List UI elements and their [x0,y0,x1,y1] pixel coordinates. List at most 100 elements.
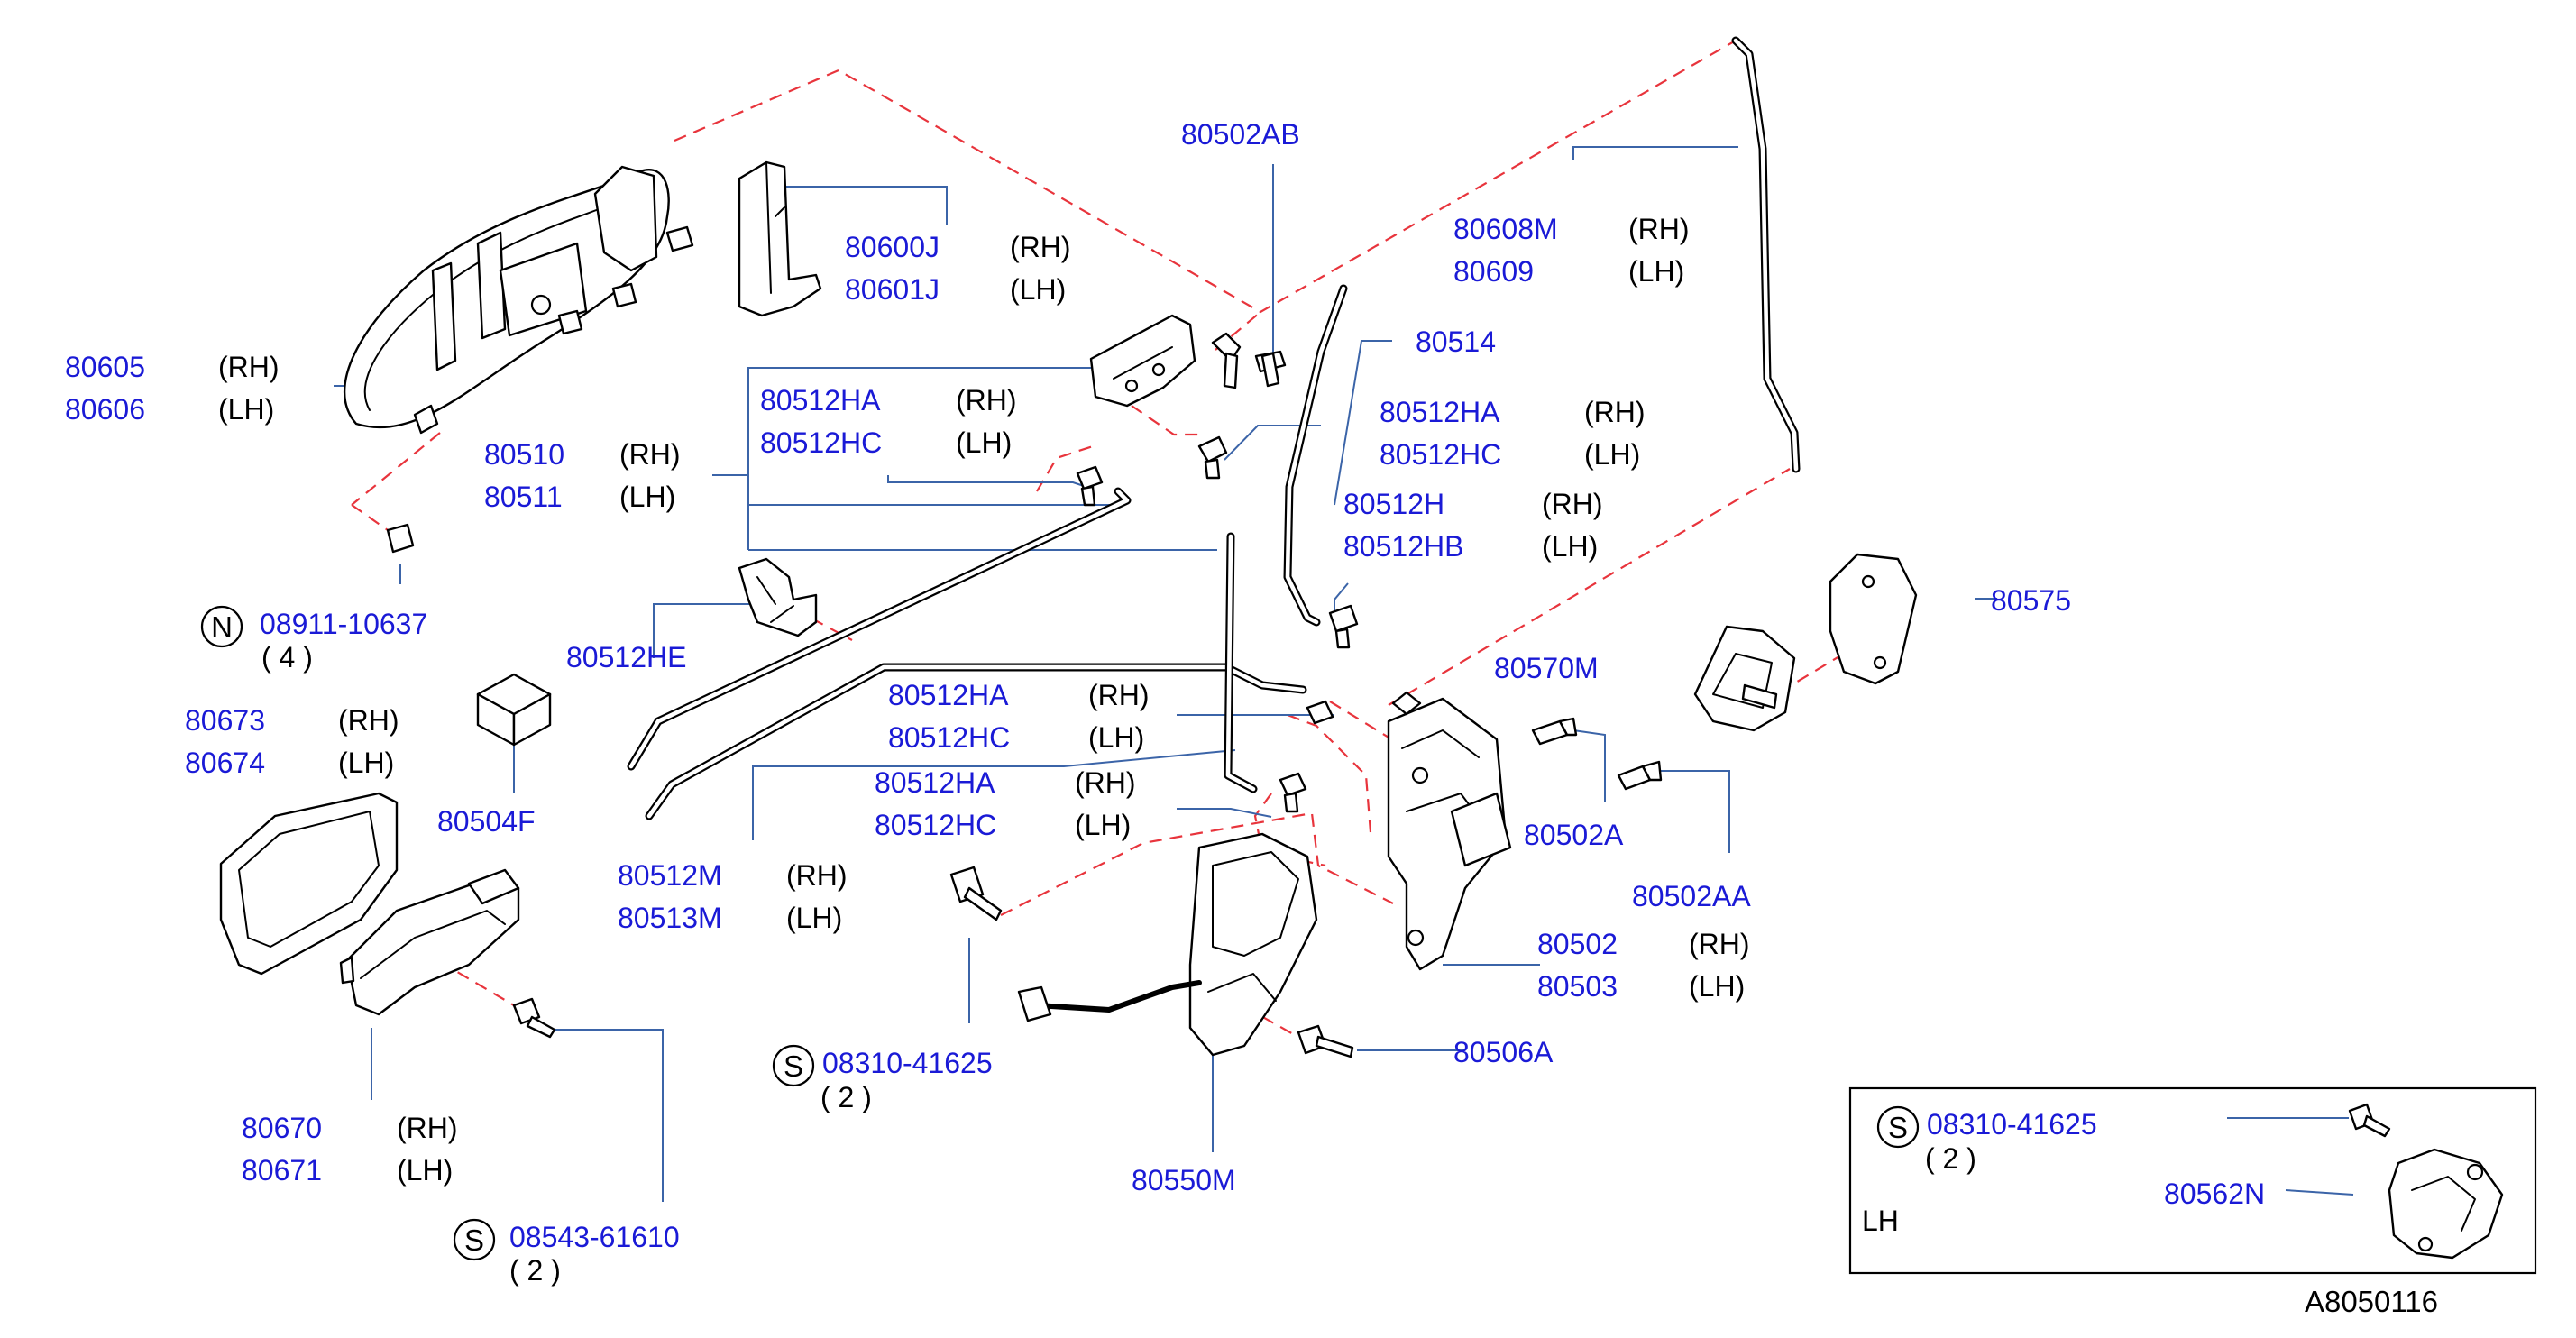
part-number-80512hc[interactable]: 80512HC [875,809,996,841]
side-lh: (LH) [786,902,842,934]
part-number-80506a[interactable]: 80506A [1453,1036,1554,1068]
part-number-80503[interactable]: 80503 [1537,970,1618,1003]
quantity-2: ( 2 ) [509,1254,561,1287]
side-rh: (RH) [1075,766,1136,799]
part-number-08911-10637[interactable]: 08911-10637 [260,608,427,640]
part-number-80502[interactable]: 80502 [1537,928,1618,960]
side-lh: (LH) [1542,530,1598,563]
cube-80504f-drawing [476,673,552,747]
part-number-08310-41625[interactable]: 08310-41625 [1927,1108,2097,1141]
inset-part-80562n-drawing [2388,1148,2504,1260]
outside-handle-drawing [343,165,694,435]
part-number-80673[interactable]: 80673 [185,704,265,737]
side-lh: (LH) [1088,721,1144,754]
side-lh: (LH) [1628,255,1684,288]
part-number-80512ha[interactable]: 80512HA [875,766,995,799]
part-number-80511[interactable]: 80511 [484,481,563,513]
part-number-80512hc[interactable]: 80512HC [1380,438,1501,471]
rod-clips-drawing [1076,435,1359,813]
part-number-80570m[interactable]: 80570M [1494,652,1599,684]
rods-80510-80512m-drawing [627,487,1307,820]
s-marker-letter: S [464,1223,484,1257]
s-marker-letter: S [784,1049,803,1083]
side-lh: (LH) [338,747,394,779]
part-number-80512hb[interactable]: 80512HB [1343,530,1463,563]
leader-lines [334,146,2354,1202]
side-rh: (RH) [1010,231,1071,263]
quantity-2: ( 2 ) [1925,1142,1976,1175]
striker-80570m-drawing [1693,625,1796,732]
s-marker-letter: S [1888,1111,1908,1144]
part-number-80512ha[interactable]: 80512HA [1380,396,1500,428]
shim-80575-drawing [1829,553,1918,685]
side-lh: (LH) [619,481,675,513]
part-number-80510[interactable]: 80510 [484,438,564,471]
lh-inset-box [1848,1086,2537,1275]
side-rh: (RH) [1542,488,1603,520]
part-number-80674[interactable]: 80674 [185,747,265,779]
rod-80608m-drawing [1731,36,1801,473]
side-lh: (LH) [956,426,1012,459]
part-number-08310-41625[interactable]: 08310-41625 [822,1047,993,1079]
n-marker: N [200,605,243,648]
part-number-08543-61610[interactable]: 08543-61610 [509,1221,680,1253]
n-marker-letter: N [211,610,233,644]
part-number-80550m[interactable]: 80550M [1132,1164,1236,1196]
phantom-lines [351,40,1845,1036]
side-rh: (RH) [1689,928,1750,960]
part-number-80512hc[interactable]: 80512HC [760,426,882,459]
part-number-80608m[interactable]: 80608M [1453,213,1558,245]
side-lh: (LH) [1010,273,1066,306]
quantity-2: ( 2 ) [820,1081,872,1113]
side-rh: (RH) [338,704,399,737]
part-number-80670[interactable]: 80670 [242,1112,322,1144]
rod-holder-top-drawing [1089,314,1242,408]
s-marker-08543: S [453,1218,496,1261]
part-number-80512h[interactable]: 80512H [1343,488,1444,520]
side-rh: (RH) [397,1112,458,1144]
inset-lh-label: LH [1862,1205,1899,1237]
labels: 80605 (RH) 80606 (LH) 80600J (RH) 80601J… [65,118,2438,1318]
rod-80514-drawing [1283,284,1348,627]
side-lh: (LH) [1075,809,1131,841]
handle-bracket-drawing [738,160,822,317]
part-number-80600j[interactable]: 80600J [845,231,940,263]
part-number-80502a[interactable]: 80502A [1524,819,1624,851]
part-number-80512ha[interactable]: 80512HA [760,384,881,417]
part-number-80512hc[interactable]: 80512HC [888,721,1010,754]
door-lock-actuator-drawing [1387,691,1512,971]
side-rh: (RH) [786,859,848,892]
part-number-80671[interactable]: 80671 [242,1154,322,1187]
part-number-80512m[interactable]: 80512M [618,859,722,892]
part-number-80601j[interactable]: 80601J [845,273,940,306]
clip-80512he-drawing [738,557,818,637]
side-rh: (RH) [1088,679,1150,711]
side-rh: (RH) [218,351,280,383]
part-number-80504f[interactable]: 80504F [437,805,536,838]
diagram-code: A8050116 [2305,1285,2438,1318]
part-number-80513m[interactable]: 80513M [618,902,722,934]
side-lh: (LH) [1689,970,1745,1003]
part-number-80512ha[interactable]: 80512HA [888,679,1009,711]
side-rh: (RH) [956,384,1017,417]
side-lh: (LH) [1584,438,1640,471]
part-number-80502aa[interactable]: 80502AA [1632,880,1751,912]
part-number-80609[interactable]: 80609 [1453,255,1534,288]
part-drawings [219,36,2504,1260]
actuator-80550m-drawing [1017,832,1318,1057]
screws-drawing [386,350,2391,1138]
part-number-80562n[interactable]: 80562N [2164,1178,2265,1210]
side-rh: (RH) [619,438,681,471]
part-number-80575[interactable]: 80575 [1991,584,2071,617]
side-rh: (RH) [1628,213,1690,245]
part-number-80605[interactable]: 80605 [65,351,145,383]
s-marker-08310-b: S [1876,1105,1920,1149]
inside-handle-drawing [339,868,520,1016]
part-number-80502ab[interactable]: 80502AB [1181,118,1300,151]
part-number-80606[interactable]: 80606 [65,393,145,426]
part-number-80514[interactable]: 80514 [1416,325,1496,358]
part-number-80512he[interactable]: 80512HE [566,641,686,674]
side-lh: (LH) [397,1154,453,1187]
side-rh: (RH) [1584,396,1646,428]
